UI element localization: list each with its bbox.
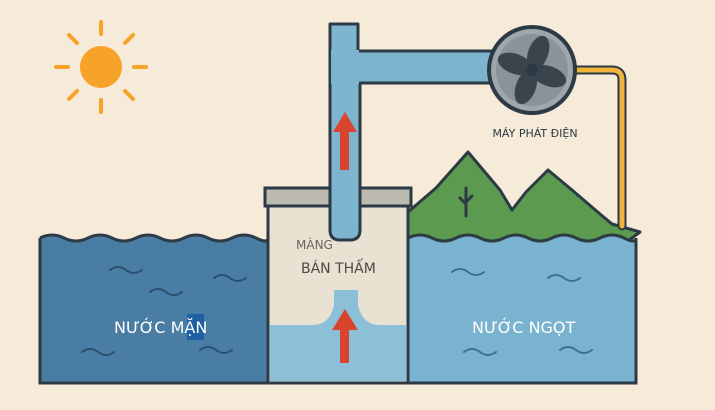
up-arrow-icon (333, 112, 357, 170)
membrane-label-line1: MÀNG (296, 237, 333, 252)
fan-turbine-icon (487, 25, 577, 115)
tree-icon (458, 186, 474, 218)
text-selection-highlight (187, 314, 204, 340)
pipe (328, 22, 500, 242)
up-arrow-icon (332, 309, 358, 363)
salt-water-label[interactable]: NƯỚC MẶN (114, 318, 207, 337)
fresh-water-tank (407, 233, 638, 385)
fresh-water-label: NƯỚC NGỌT (472, 318, 576, 337)
sun-icon (54, 20, 148, 114)
hills (406, 150, 642, 246)
generator-label: MÁY PHÁT ĐIỆN (492, 127, 577, 140)
salt-water-tank (38, 233, 270, 385)
membrane-label-line2: BÁN THẤM (301, 258, 376, 277)
salt-water-label-selected: N (195, 318, 207, 337)
salt-water-label-prefix: NƯỚC MẶ (114, 318, 195, 337)
